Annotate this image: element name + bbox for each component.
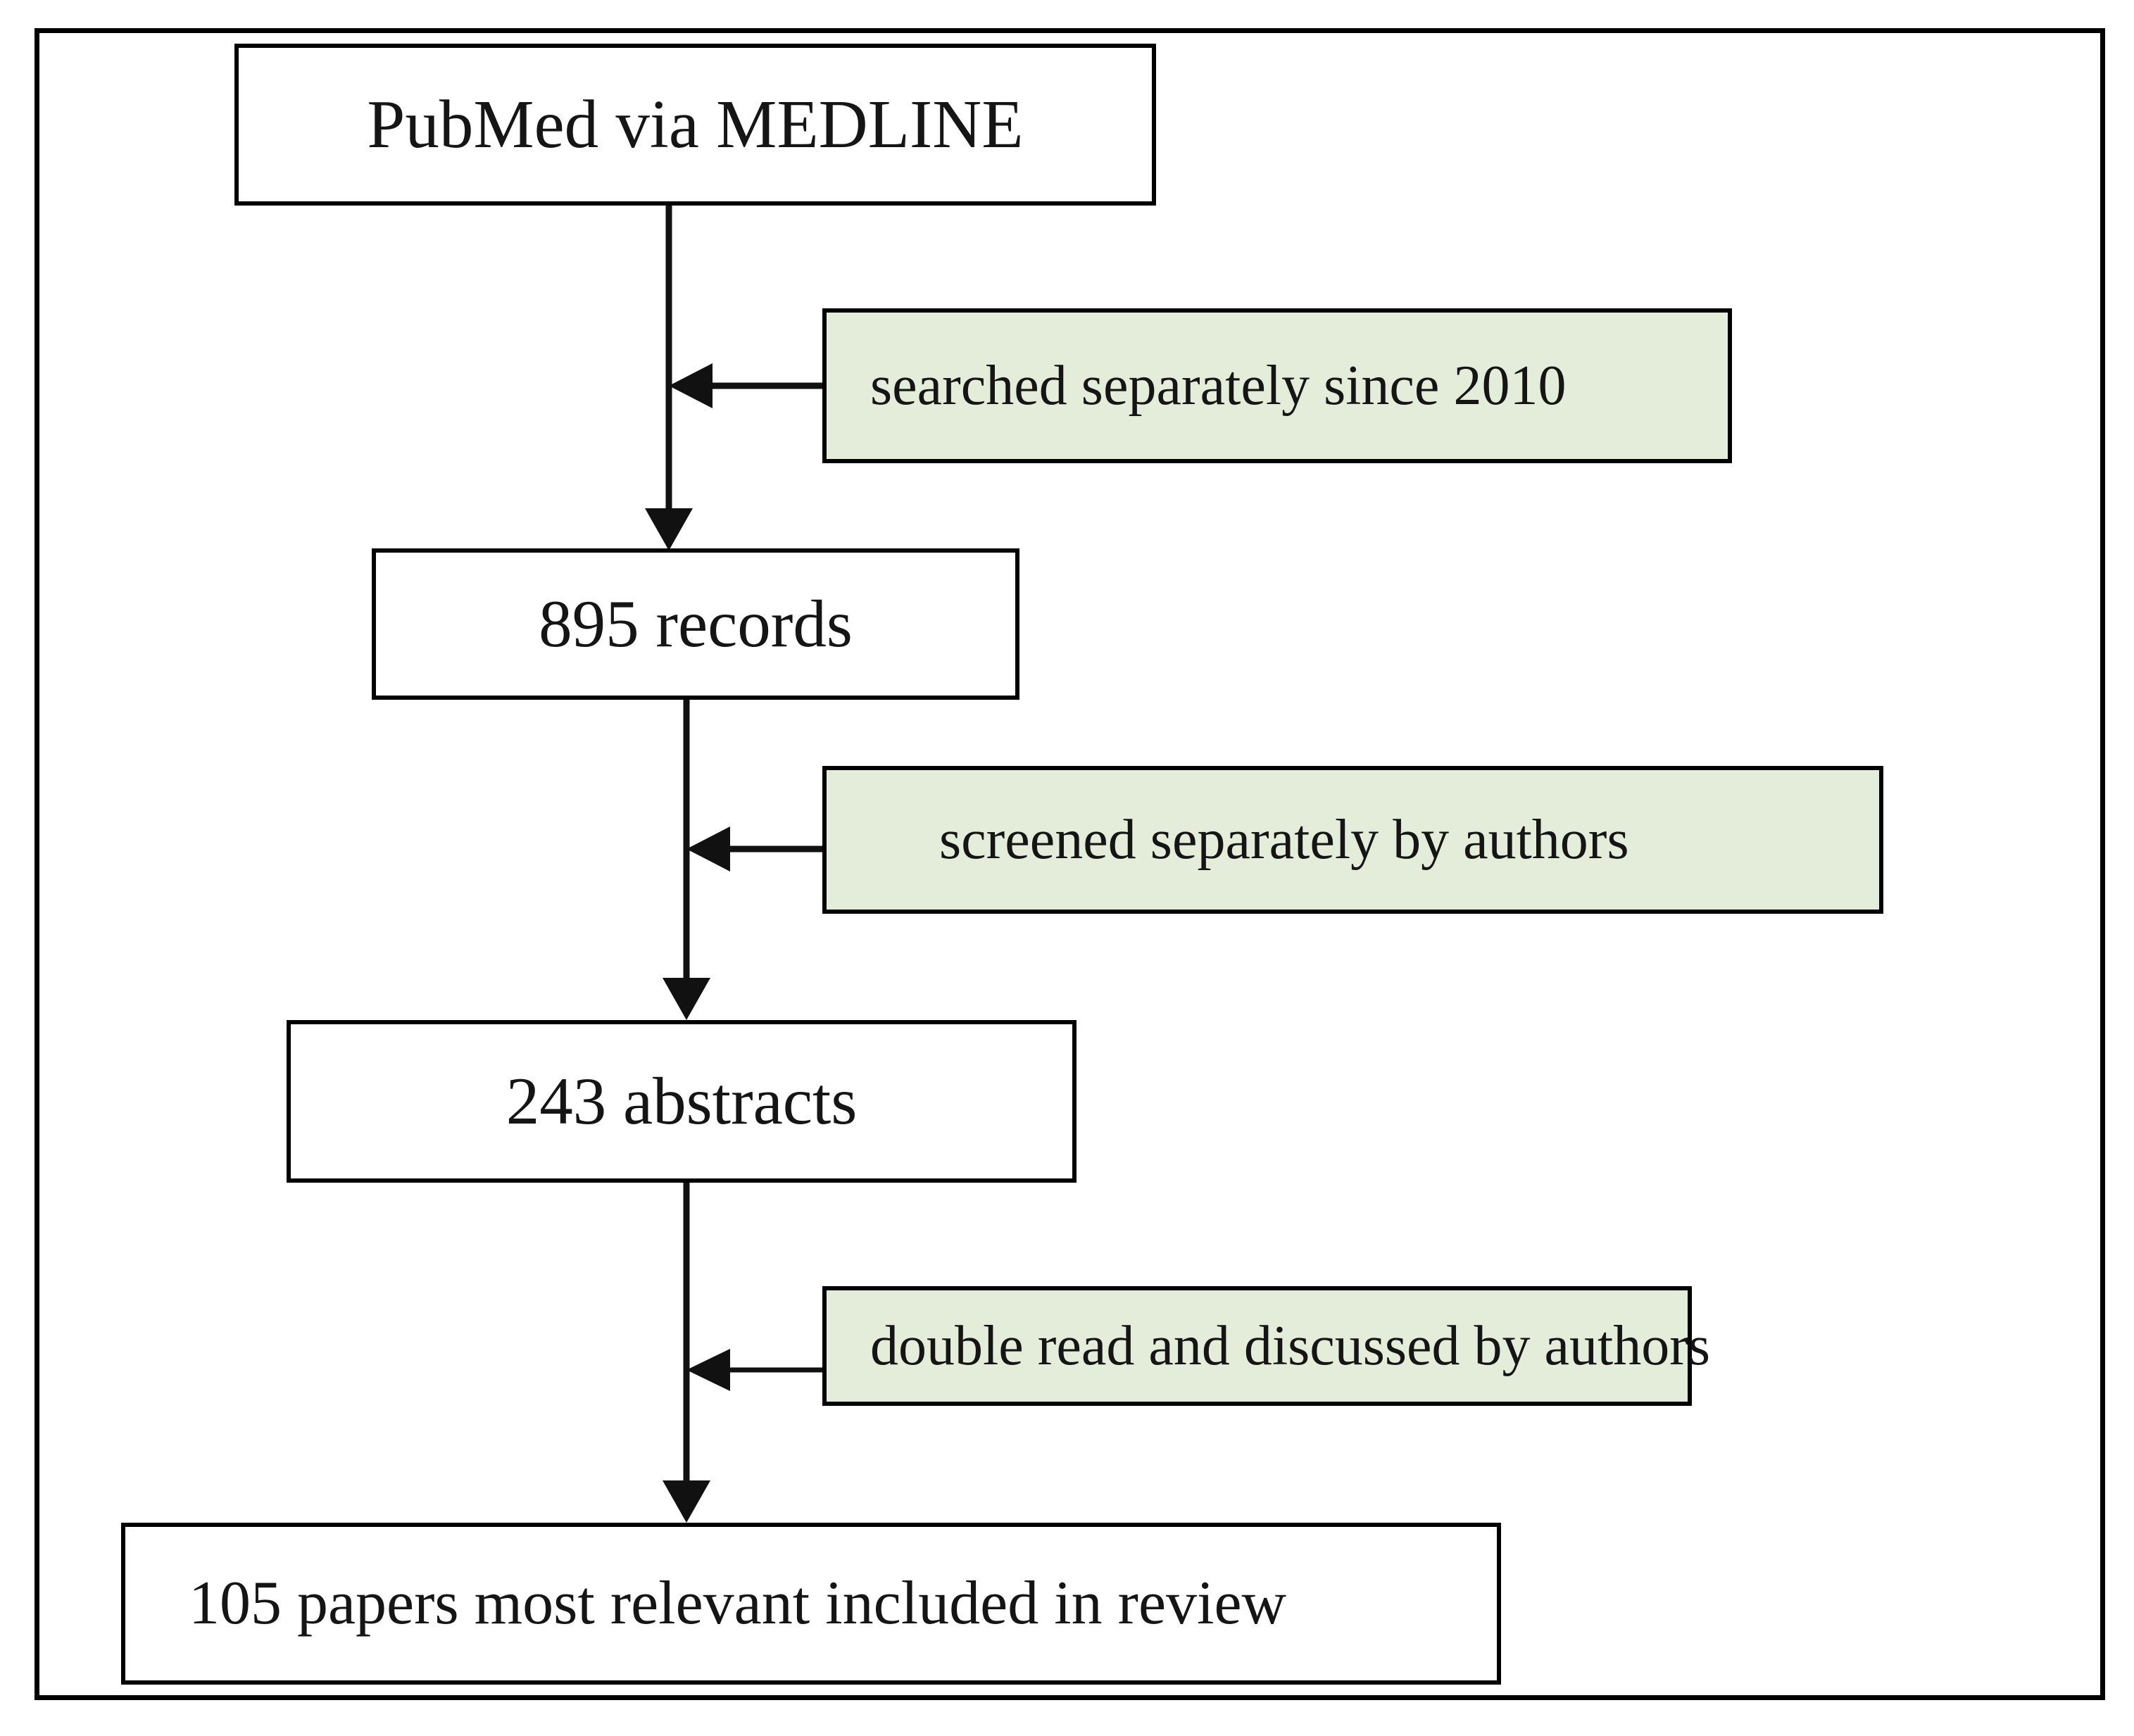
note-label-2: screened separately by authors: [939, 809, 1629, 871]
node-label-records: 895 records: [539, 586, 853, 661]
node-label-abstracts: 243 abstracts: [506, 1063, 858, 1138]
node-105-papers-included[interactable]: 105 papers most relevant included in rev…: [121, 1523, 1501, 1685]
node-label-included: 105 papers most relevant included in rev…: [189, 1568, 1287, 1637]
note-label-3: double read and discussed by authors: [870, 1315, 1711, 1377]
note-label-1: searched separately since 2010: [870, 355, 1567, 417]
node-label-source: PubMed via MEDLINE: [367, 87, 1024, 163]
note-searched-separately-since-2010[interactable]: searched separately since 2010: [822, 308, 1732, 463]
node-243-abstracts[interactable]: 243 abstracts: [287, 1020, 1077, 1183]
note-screened-separately-by-authors[interactable]: screened separately by authors: [822, 766, 1883, 914]
node-pubmed-via-medline[interactable]: PubMed via MEDLINE: [234, 44, 1156, 206]
note-double-read-and-discussed-by-authors[interactable]: double read and discussed by authors: [822, 1286, 1711, 1406]
node-895-records[interactable]: 895 records: [372, 548, 1019, 700]
